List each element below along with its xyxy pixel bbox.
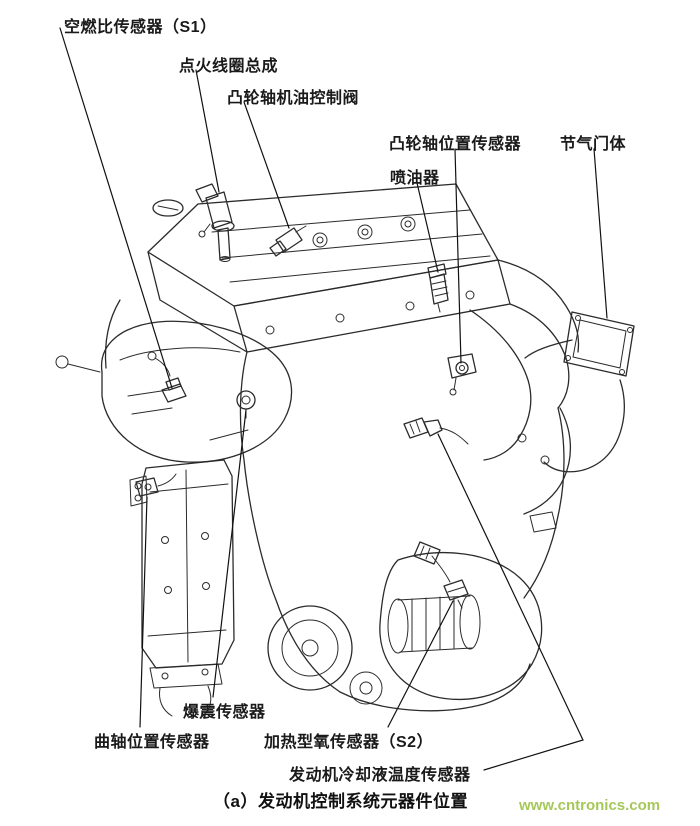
starter-housing	[379, 552, 543, 701]
leader-cam-position-sensor	[454, 148, 462, 364]
leader-air-fuel-ratio-sensor	[59, 27, 173, 389]
label-camshaft-position-sensor: 凸轮轴位置传感器	[389, 136, 522, 153]
cam-position-sensor-part	[447, 353, 477, 396]
oil-control-valve-part	[269, 225, 307, 257]
label-heated-oxygen-sensor: 加热型氧传感器（S2）	[264, 734, 434, 751]
coolant-temp-sensor-part	[403, 417, 469, 445]
fuel-injector-part	[427, 263, 449, 313]
leader-coolant-temp-sensor	[437, 433, 584, 771]
label-knock-sensor: 爆震传感器	[183, 704, 266, 721]
catalytic-converter	[129, 459, 235, 719]
leader-fuel-injector	[416, 182, 439, 273]
ignition-coil-part	[195, 183, 235, 262]
label-camshaft-oil-control-valve: 凸轮轴机油控制阀	[227, 90, 360, 107]
label-ignition-coil-assembly: 点火线圈总成	[179, 58, 279, 75]
leader-knock-sensor	[212, 409, 247, 698]
label-fuel-injector: 喷油器	[390, 170, 440, 187]
leader-oxygen-sensor	[387, 600, 454, 728]
label-engine-coolant-temp-sensor: 发动机冷却液温度传感器	[289, 767, 471, 784]
valve-cover	[147, 183, 511, 353]
oxygen-sensor-part	[413, 541, 469, 609]
engine-illustration	[55, 183, 635, 719]
figure-caption: （a）发动机控制系统元器件位置	[213, 792, 468, 811]
crank-pulley	[267, 605, 383, 705]
leader-throttle-body	[593, 148, 608, 319]
oil-filler-cap	[152, 199, 184, 217]
engine-block-lower	[239, 351, 565, 712]
crank-position-sensor-part	[135, 473, 177, 497]
afr-sensor-part	[147, 351, 187, 403]
exhaust-heat-shield	[100, 320, 293, 463]
leader-ignition-coil	[195, 69, 220, 193]
watermark: www.cntronics.com	[519, 797, 661, 814]
dipstick	[55, 299, 121, 373]
intake-and-harness	[469, 259, 625, 533]
leader-crank-position-sensor	[139, 496, 148, 728]
throttle-body-part	[524, 311, 635, 377]
spark-plug-caps	[312, 216, 416, 248]
leader-oil-control-valve	[243, 101, 290, 229]
leader-lines	[59, 27, 608, 771]
label-crankshaft-position-sensor: 曲轴位置传感器	[94, 734, 210, 751]
label-throttle-body: 节气门体	[560, 136, 627, 153]
label-air-fuel-ratio-sensor: 空燃比传感器（S1）	[64, 19, 217, 36]
